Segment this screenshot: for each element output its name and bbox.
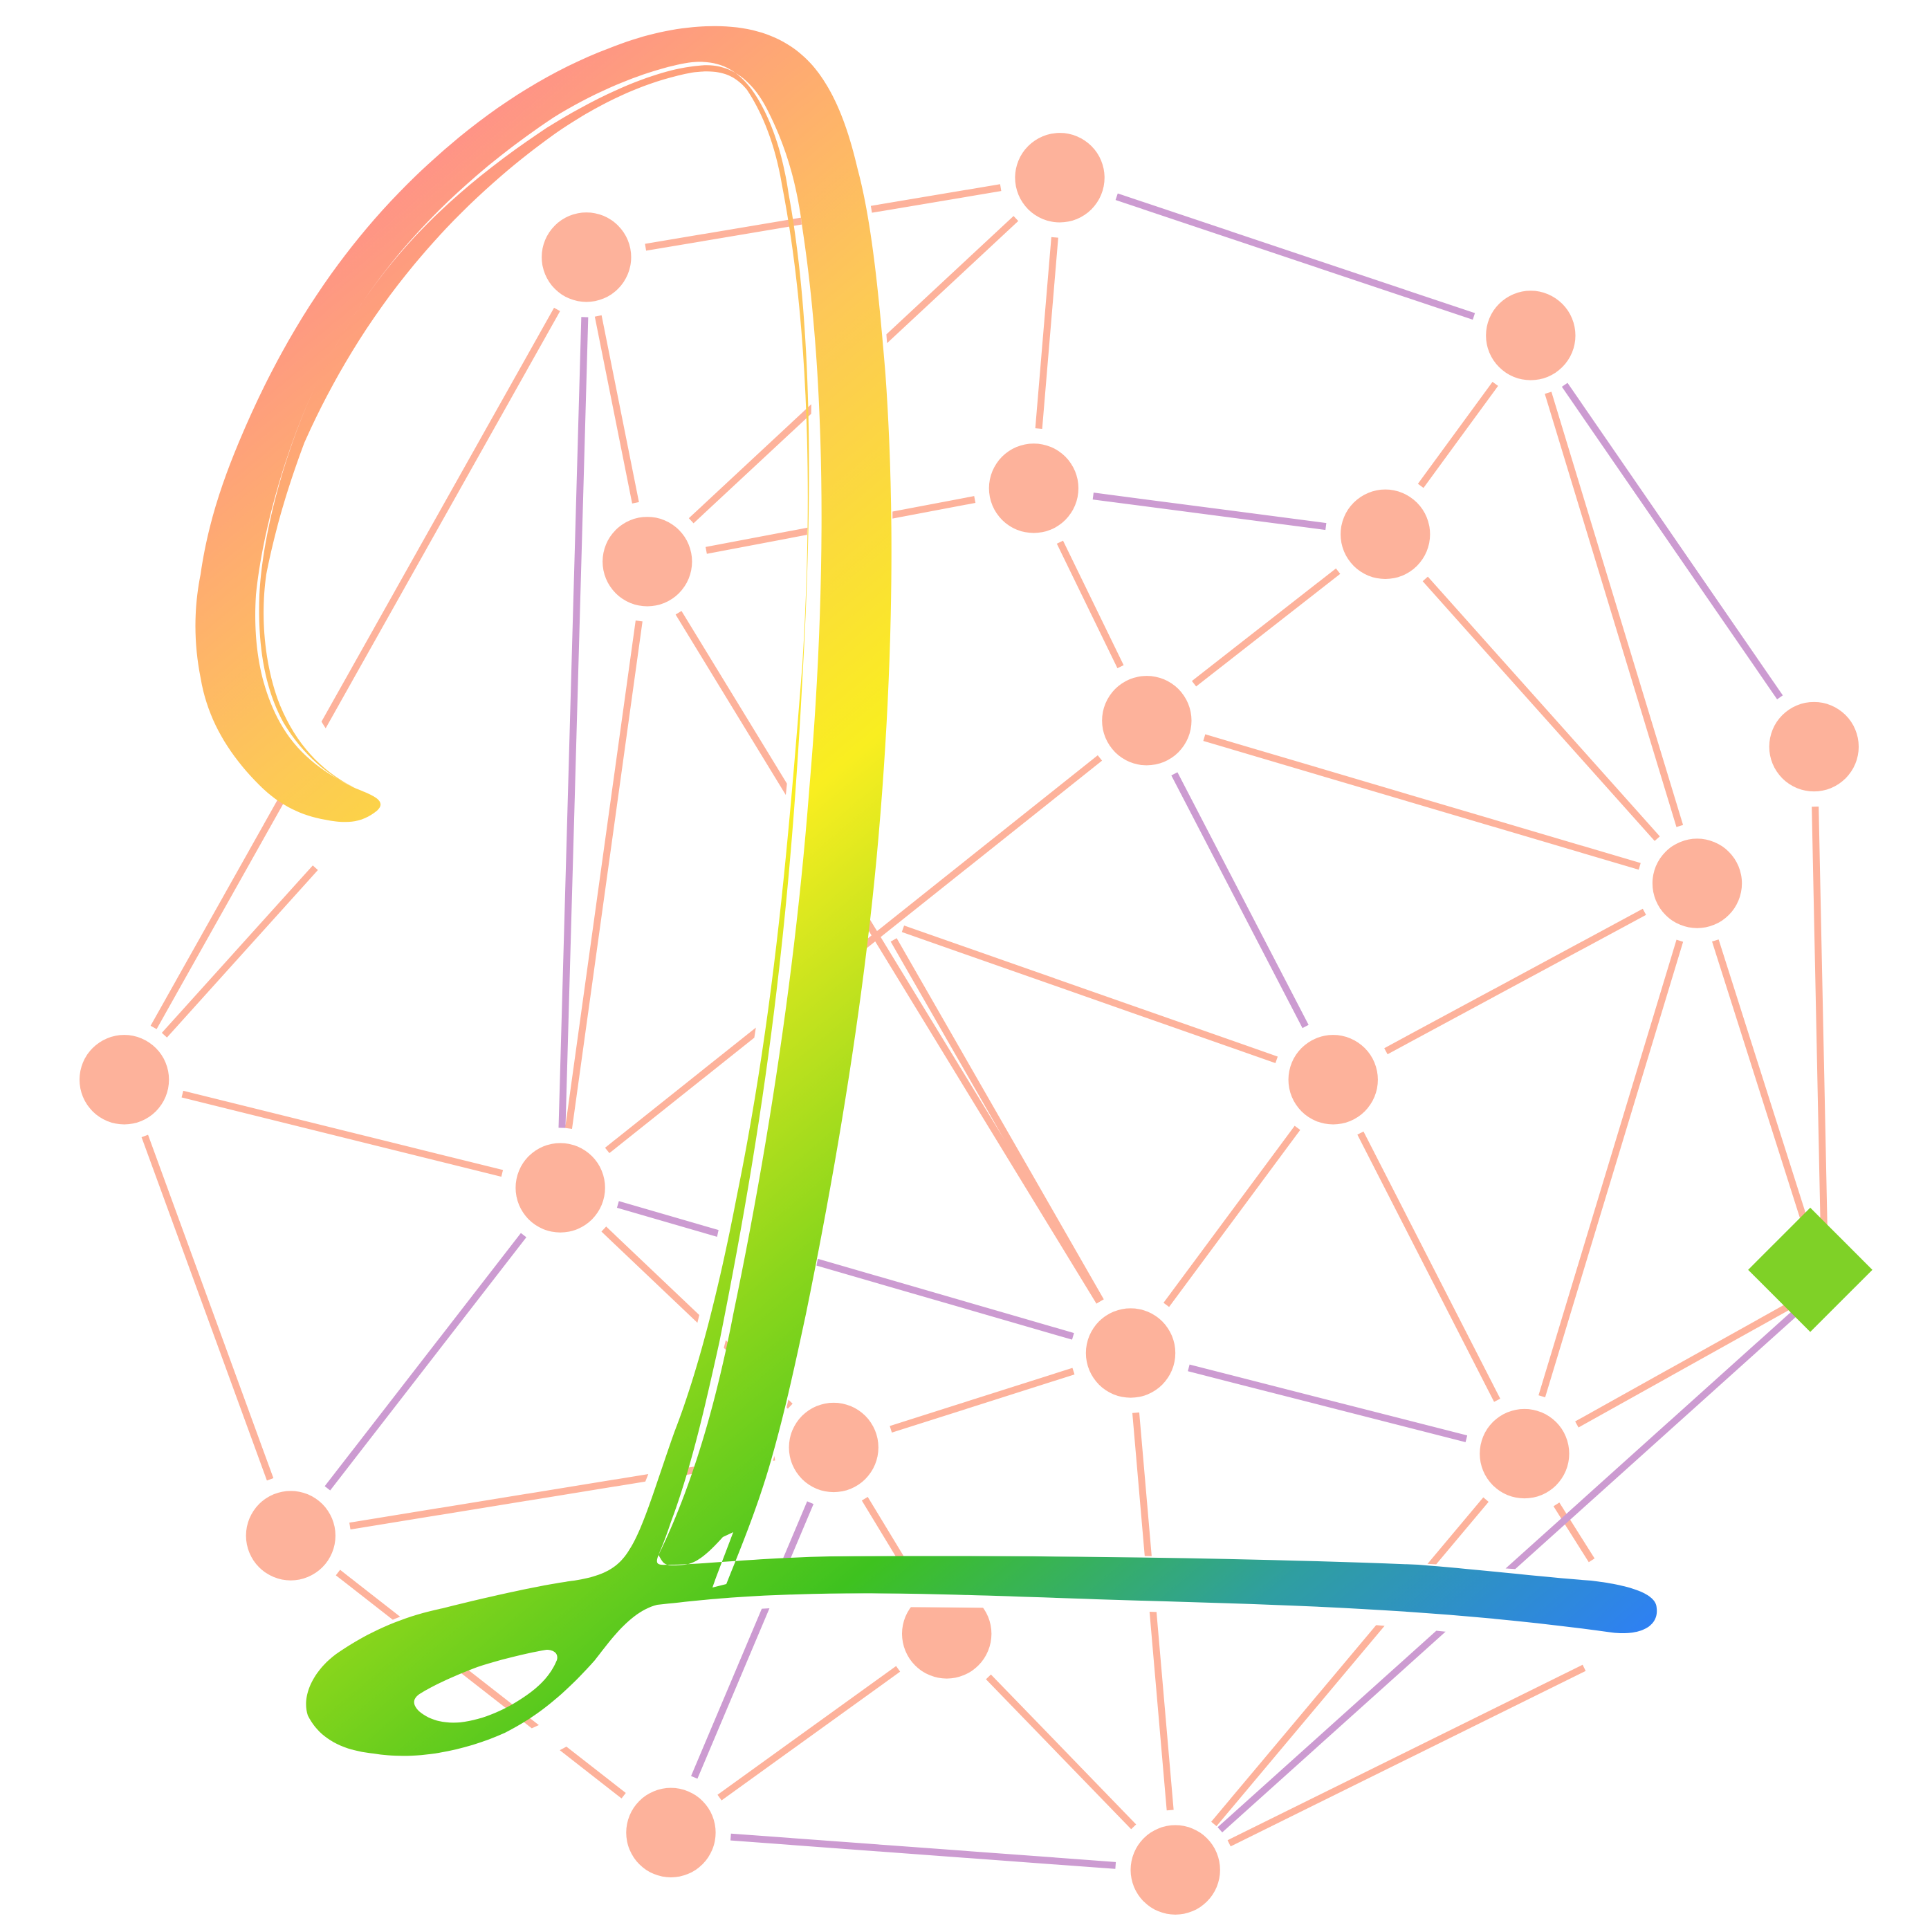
network-edge-icon	[1217, 1297, 1812, 1832]
network-node-icon	[1341, 489, 1430, 580]
network-edge-icon	[335, 1570, 626, 1798]
network-node-icon	[1480, 1408, 1570, 1499]
network-edge-icon	[1211, 1497, 1489, 1827]
network-edge-icon	[1384, 908, 1646, 1055]
network-edge-icon	[1092, 493, 1327, 531]
network-edge-icon	[1188, 1364, 1468, 1442]
network-node-icon	[246, 1491, 335, 1581]
network-edge-icon	[1575, 1293, 1809, 1428]
network-edge-icon	[558, 317, 589, 1128]
network-edge-icon	[1115, 193, 1475, 320]
network-edge-icon	[901, 925, 1278, 1063]
network-edge-icon	[1203, 734, 1641, 870]
network-edge-icon	[890, 938, 1104, 1303]
network-edge-icon	[675, 611, 1103, 1304]
network-edge-icon	[1192, 568, 1341, 687]
network-node-icon	[1288, 1035, 1378, 1125]
network-node-icon	[1130, 1825, 1220, 1915]
network-node-icon	[626, 1787, 716, 1877]
network-node-icon	[1015, 133, 1105, 223]
network-edge-icon	[1422, 576, 1660, 841]
network-edge-icon	[1163, 1125, 1300, 1307]
network-node-icon	[1486, 291, 1576, 380]
network-node-icon	[515, 1143, 605, 1233]
nodes-layer	[79, 133, 1859, 1915]
network-edge-icon	[565, 620, 643, 1129]
network-node-icon	[1085, 1308, 1176, 1398]
network-node-icon	[789, 1402, 878, 1493]
network-edge-icon	[986, 1674, 1137, 1830]
network-edge-icon	[594, 315, 639, 504]
network-edge-icon	[1171, 772, 1309, 1029]
network-edge-icon	[1561, 383, 1783, 699]
network-edge-icon	[1417, 381, 1498, 488]
network-node-icon	[1652, 838, 1742, 928]
network-node-icon	[602, 517, 692, 607]
network-edge-icon	[1553, 1502, 1595, 1563]
calligraphic-l-glyph-icon	[195, 26, 1657, 1756]
network-edge-icon	[1712, 939, 1823, 1267]
network-edge-icon	[324, 1233, 526, 1491]
network-edge-icon	[1538, 939, 1684, 1397]
network-edge-icon	[161, 865, 318, 1038]
network-edge-icon	[1357, 1131, 1500, 1402]
network-node-icon	[1102, 676, 1192, 766]
network-edge-icon	[616, 1201, 1074, 1340]
network-edge-icon	[890, 1368, 1075, 1433]
network-edge-icon	[141, 1134, 274, 1481]
network-node-icon	[542, 212, 632, 302]
network-node-icon	[79, 1035, 169, 1125]
network-edge-icon	[691, 1501, 814, 1779]
glyph-halo	[223, 14, 1666, 1779]
network-edge-icon	[150, 307, 560, 1029]
network-edge-icon	[1056, 540, 1124, 669]
network-node-icon	[1769, 701, 1859, 792]
network-edge-icon	[717, 1666, 901, 1801]
network-edge-icon	[730, 1833, 1116, 1869]
network-node-icon	[988, 443, 1079, 533]
diamond-marker-icon	[1748, 1207, 1873, 1332]
network-edge-icon	[1545, 392, 1684, 827]
network-edge-icon	[181, 1090, 504, 1177]
network-edge-icon	[1227, 1664, 1586, 1847]
network-edge-icon	[1812, 807, 1828, 1266]
network-node-icon	[901, 1589, 992, 1679]
network-edge-icon	[1035, 237, 1058, 429]
